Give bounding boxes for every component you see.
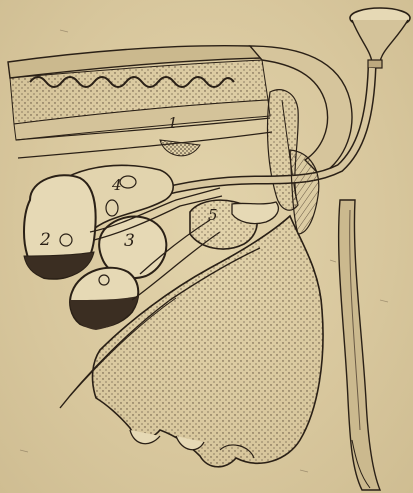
label-1: 1 [168, 114, 178, 132]
label-3: 3 [124, 231, 135, 251]
label-2: 2 [39, 230, 51, 250]
lower-sac [70, 268, 138, 330]
label-5: 5 [208, 206, 218, 224]
bladder-2 [24, 175, 96, 279]
label-4: 4 [111, 176, 122, 194]
upper-body-wall [8, 46, 272, 158]
funnel-cone [352, 20, 408, 62]
